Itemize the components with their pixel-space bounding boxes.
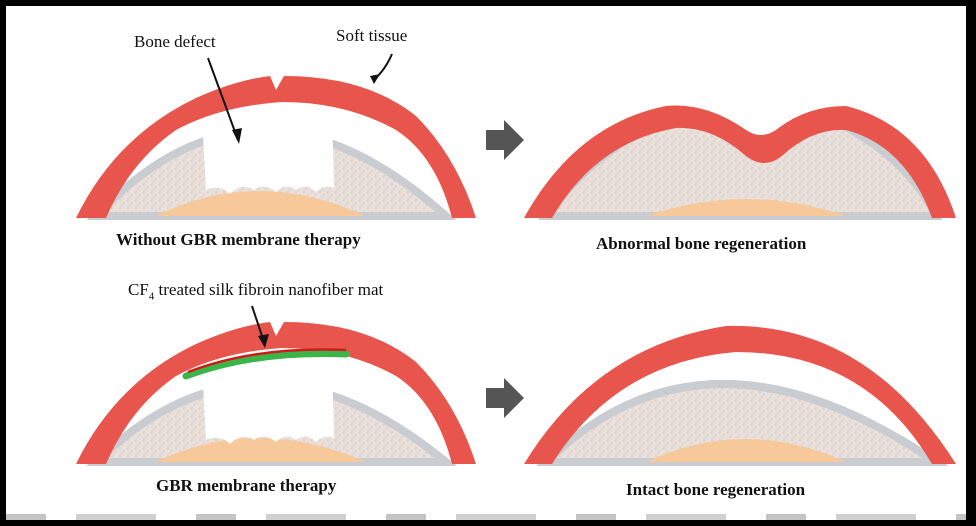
cropped-text-remnant — [6, 514, 966, 520]
membrane-label: CF4 treated silk fibroin nanofiber mat — [128, 280, 383, 302]
right-arrow-top — [486, 120, 524, 160]
caption-intact: Intact bone regeneration — [626, 480, 805, 500]
panel-gbr-therapy — [76, 306, 476, 464]
panel-abnormal-regeneration — [524, 106, 956, 219]
caption-abnormal: Abnormal bone regeneration — [596, 234, 806, 254]
bone-defect-cavity — [202, 360, 334, 444]
right-arrow-bottom — [486, 378, 524, 418]
bone-defect-label: Bone defect — [134, 32, 216, 52]
panel-without-gbr — [76, 54, 476, 218]
caption-without-gbr: Without GBR membrane therapy — [116, 230, 361, 250]
soft-tissue-label: Soft tissue — [336, 26, 407, 46]
caption-gbr-therapy: GBR membrane therapy — [156, 476, 336, 496]
panel-intact-regeneration — [524, 326, 956, 464]
figure-frame: Bone defect Soft tissue Without GBR memb… — [6, 6, 966, 520]
gbr-diagram-art — [6, 6, 966, 520]
bone-defect-cavity — [202, 110, 334, 194]
